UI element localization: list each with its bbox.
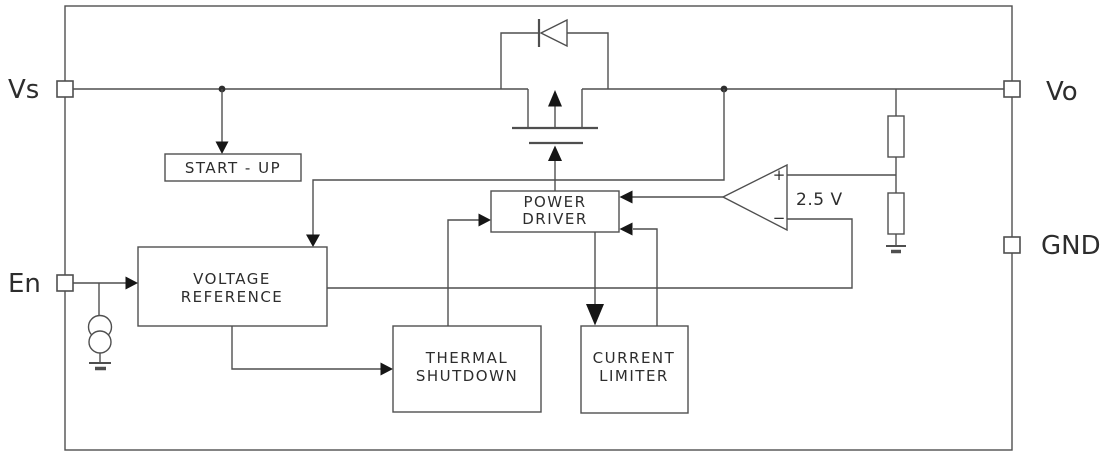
arrowhead xyxy=(306,234,320,247)
current-limiter-label-2: LIMITER xyxy=(599,367,669,385)
resistor-top xyxy=(887,115,905,158)
vs-pin xyxy=(56,80,74,98)
voltage-reference-label-2: REFERENCE xyxy=(181,288,284,306)
enable-current-source-icon xyxy=(87,283,113,371)
opamp-triangle xyxy=(721,163,788,232)
mosfet-body-arrow xyxy=(548,90,562,107)
startup-branch xyxy=(215,89,229,154)
arrowhead xyxy=(619,190,633,204)
voltage-reference-label-1: VOLTAGE xyxy=(193,270,271,288)
power-driver-block: POWER DRIVER xyxy=(490,190,620,233)
thermal-to-driver-line xyxy=(447,213,491,326)
arrowhead xyxy=(478,213,491,227)
diode-triangle xyxy=(539,18,568,48)
opamp-plus-sign: + xyxy=(773,166,786,184)
body-diode-icon xyxy=(500,18,609,89)
pass-transistor-icon xyxy=(512,89,598,191)
opamp-minus-sign: − xyxy=(773,209,786,227)
voltage-reference-block: VOLTAGE REFERENCE xyxy=(137,246,328,327)
arrowhead xyxy=(619,222,633,236)
startup-block: START - UP xyxy=(164,153,302,182)
vref-to-amplifier-line xyxy=(327,218,853,289)
vs-pin-label: Vs xyxy=(8,75,39,105)
ground-icon xyxy=(89,362,111,371)
thermal-shutdown-block: THERMAL SHUTDOWN xyxy=(392,325,542,413)
power-driver-label-2: DRIVER xyxy=(522,210,588,228)
ground-icon xyxy=(886,245,906,254)
arrowhead xyxy=(125,276,138,290)
thermal-shutdown-label-2: SHUTDOWN xyxy=(416,367,518,385)
arrowhead xyxy=(380,362,393,376)
output-feedback-line xyxy=(306,89,725,247)
reference-voltage-label: 2.5 V xyxy=(796,190,843,210)
vo-pin xyxy=(1003,80,1021,98)
gnd-pin-label: GND xyxy=(1041,231,1100,261)
arrowhead xyxy=(586,304,604,326)
current-limiter-label-1: CURRENT xyxy=(593,349,676,367)
power-driver-label-1: POWER xyxy=(523,193,586,211)
driver-to-limiter-line xyxy=(586,232,604,326)
current-limiter-block: CURRENT LIMITER xyxy=(580,325,689,414)
vo-pin-label: Vo xyxy=(1046,77,1078,107)
error-amplifier: + − 2.5 V xyxy=(619,163,896,232)
en-pin-label: En xyxy=(8,269,41,299)
startup-label: START - UP xyxy=(185,159,281,177)
feedback-divider xyxy=(886,89,906,254)
en-pin xyxy=(56,274,74,292)
arrowhead xyxy=(215,141,229,154)
gate-drive-arrowhead xyxy=(548,145,562,161)
gnd-pin xyxy=(1003,236,1021,254)
thermal-shutdown-label-1: THERMAL xyxy=(425,349,508,367)
limiter-to-driver-line xyxy=(619,222,658,326)
vref-to-thermal-line xyxy=(231,326,393,376)
resistor-bottom xyxy=(887,192,905,235)
